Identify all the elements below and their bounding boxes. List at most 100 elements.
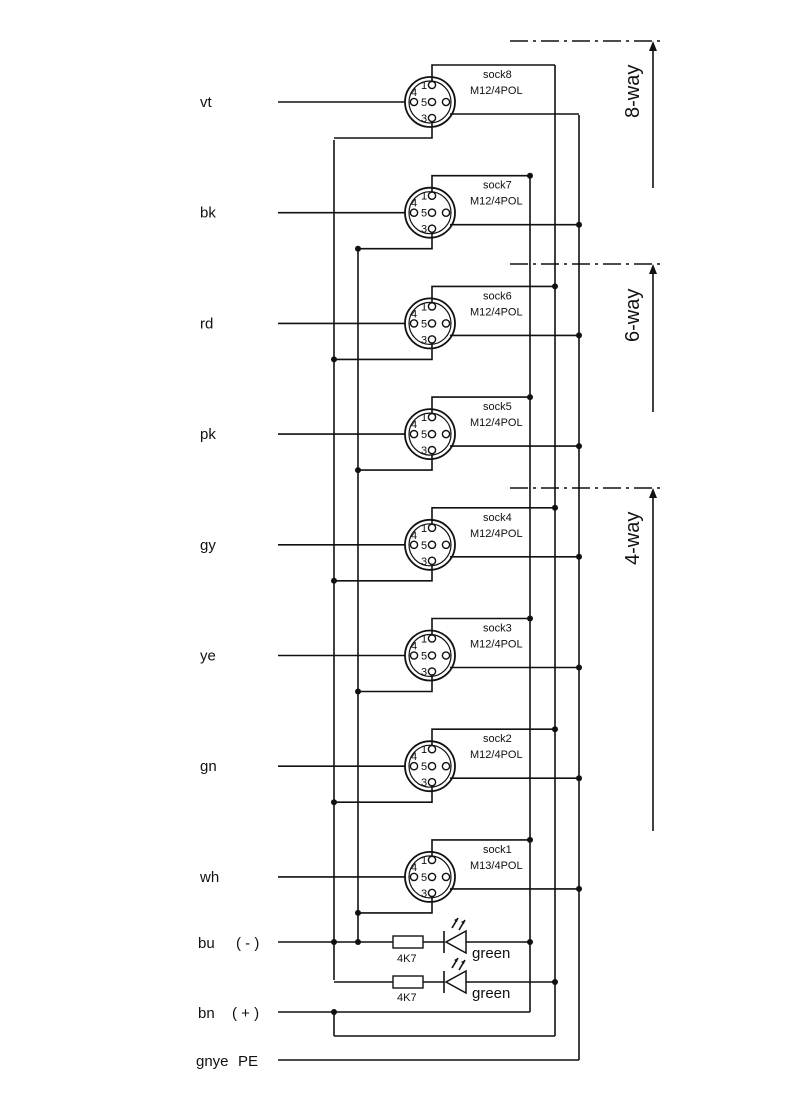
- junction-dot: [527, 836, 533, 843]
- led-2: [443, 957, 467, 995]
- pin-2: [441, 97, 451, 107]
- label-gnye: gnye: [196, 1053, 229, 1070]
- wire-color-label: wh: [199, 869, 219, 886]
- pin-number: 1: [421, 634, 427, 646]
- pin-2: [441, 319, 451, 328]
- pin-3: [427, 224, 437, 233]
- junction-dot: [576, 775, 582, 782]
- junction-dot: [576, 885, 582, 892]
- pin-4: [409, 97, 419, 107]
- pin-number: 4: [411, 530, 417, 542]
- pin-3: [427, 113, 437, 123]
- wire-pin3: [334, 122, 433, 139]
- socket-inner-ring: [408, 412, 452, 456]
- wire-color-label: pk: [200, 426, 216, 443]
- pin-3: [427, 335, 437, 344]
- junction-dot: [552, 979, 558, 985]
- pin-number: 1: [421, 191, 427, 203]
- wire-color-label: bk: [200, 205, 216, 222]
- pin-4: [409, 872, 419, 882]
- pin-2: [441, 872, 451, 882]
- pin-5: [427, 540, 437, 550]
- wire-pin1: [431, 285, 555, 303]
- wire-pin1: [431, 396, 530, 414]
- arrow-head-4way: [649, 488, 657, 498]
- socket-inner-ring: [408, 301, 452, 345]
- wire-pin3: [334, 564, 433, 582]
- pin-number: 5: [421, 540, 427, 552]
- pin-4: [409, 208, 419, 217]
- junction-dot: [552, 726, 558, 733]
- junction-dot: [576, 443, 582, 450]
- pin-number: 1: [421, 80, 427, 92]
- pin-number: 5: [421, 208, 427, 220]
- pin-number: 4: [411, 87, 417, 99]
- socket-name: sock8: [483, 69, 512, 81]
- pin-number: 1: [421, 412, 427, 424]
- pin-number: 3: [421, 556, 427, 568]
- pin-number: 4: [411, 419, 417, 431]
- pin-number: 3: [421, 888, 427, 900]
- pin-number: 5: [421, 429, 427, 441]
- pin-1: [427, 302, 437, 311]
- socket-inner-ring: [408, 633, 452, 678]
- junction-dot: [355, 939, 361, 945]
- pin-5: [427, 651, 437, 660]
- socket-name: sock2: [483, 733, 512, 745]
- socket-inner-ring: [408, 855, 452, 899]
- socket-type: M12/4POL: [470, 85, 523, 97]
- pin-number: 1: [421, 301, 427, 313]
- socket-type: M12/4POL: [470, 528, 523, 540]
- pin-number: 5: [421, 97, 427, 109]
- label-bn-sign: ( + ): [232, 1005, 259, 1022]
- pin-1: [427, 855, 437, 865]
- wire-pin1: [431, 728, 555, 746]
- socket-group: vt1453sock8M12/4POLbk1453sock7M12/4POLrd…: [199, 64, 582, 916]
- pin-1: [427, 523, 437, 533]
- junction-dot: [576, 332, 582, 339]
- wire-color-label: gn: [200, 758, 217, 775]
- arrow-head-8way: [649, 41, 657, 51]
- socket-name: sock7: [483, 180, 512, 192]
- pin-5: [427, 429, 437, 439]
- resistor-label-1: 4K7: [397, 953, 417, 965]
- pin-number: 5: [421, 651, 427, 663]
- pin-1: [427, 412, 437, 422]
- socket-type: M12/4POL: [470, 639, 523, 651]
- pin-4: [409, 540, 419, 550]
- pin-number: 3: [421, 334, 427, 346]
- pin-number: 5: [421, 318, 427, 330]
- pin-number: 1: [421, 855, 427, 867]
- junction-dot: [355, 467, 361, 474]
- wire-pin1: [431, 839, 530, 856]
- junction-dot: [527, 615, 533, 622]
- junction-dot: [576, 553, 582, 560]
- pin-5: [427, 97, 437, 107]
- junction-dot: [527, 394, 533, 401]
- pin-number: 4: [411, 308, 417, 320]
- pin-5: [427, 761, 437, 771]
- pin-2: [441, 761, 451, 771]
- pin-4: [409, 761, 419, 771]
- resistor-1: [392, 935, 424, 949]
- socket-name: sock1: [483, 844, 512, 856]
- pin-4: [409, 651, 419, 660]
- pin-5: [427, 319, 437, 328]
- pin-5: [427, 208, 437, 217]
- led-1: [443, 917, 467, 955]
- junction-dot: [355, 688, 361, 695]
- label-bu: bu: [198, 935, 215, 952]
- label-bu-sign: ( - ): [236, 935, 259, 952]
- pin-2: [441, 429, 451, 439]
- socket-type: M12/4POL: [470, 196, 523, 208]
- resistor-2: [392, 975, 424, 989]
- pin-number: 3: [421, 667, 427, 679]
- junction-dot: [576, 221, 582, 228]
- socket-name: sock3: [483, 623, 512, 635]
- pin-5: [427, 872, 437, 882]
- junction-dot: [552, 283, 558, 290]
- pin-number: 4: [411, 862, 417, 874]
- label-4way: 4-way: [622, 512, 644, 565]
- pin-3: [427, 445, 437, 455]
- junction-dot: [331, 356, 337, 363]
